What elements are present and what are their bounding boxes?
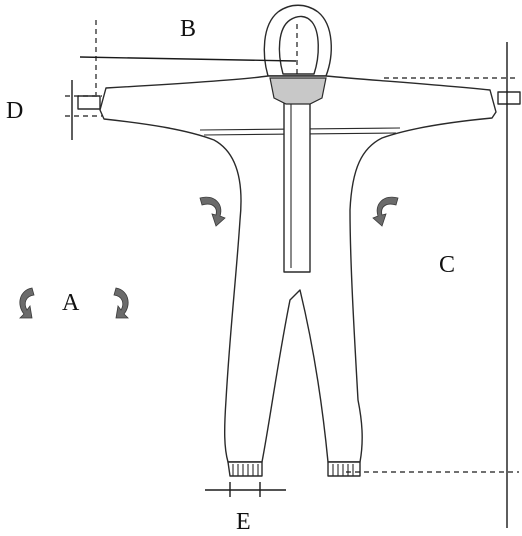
left-ankle-cuff — [227, 461, 263, 477]
rotation-arrow-right-icon — [113, 287, 129, 319]
label-b: B — [180, 16, 196, 42]
coverall-outline — [77, 4, 521, 477]
right-ankle-cuff — [327, 461, 361, 477]
right-wrist-cuff — [497, 91, 521, 105]
label-c: C — [439, 252, 455, 278]
b-line-horizontal — [79, 56, 297, 62]
label-a: A — [62, 290, 80, 316]
zipper-placket — [283, 95, 311, 273]
rotation-arrow-hip-left-icon — [199, 196, 226, 227]
label-d: D — [6, 98, 23, 124]
label-e: E — [236, 509, 251, 535]
hood-face-opening — [278, 15, 319, 75]
rotation-arrow-left-icon — [19, 287, 35, 319]
rotation-arrow-hip-right-icon — [372, 196, 399, 227]
collar-flap — [269, 77, 327, 105]
left-wrist-cuff — [77, 95, 101, 110]
